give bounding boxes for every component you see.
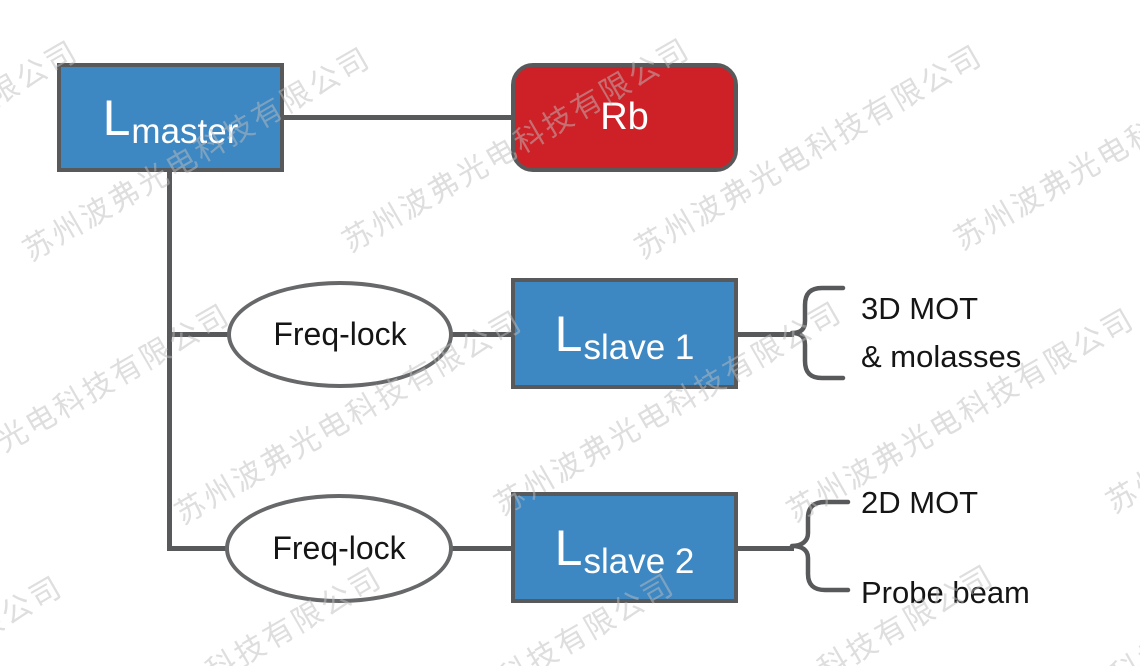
- watermark-text: 苏州波弗光电科技有限公司: [1100, 293, 1140, 521]
- connector-lock1-to-slave1: [450, 332, 513, 337]
- output-label-molasses: & molasses: [861, 339, 1022, 374]
- output-label-3d-mot: 3D MOT: [861, 291, 979, 326]
- freq-lock-ellipse-1: Freq-lock: [227, 281, 453, 388]
- connector-trunk-to-lock1: [167, 332, 231, 337]
- watermark-text: 苏州波弗光电科技有限公司: [948, 30, 1140, 257]
- freq-lock-ellipse-2: Freq-lock: [225, 494, 453, 603]
- connector-master-to-rb: [282, 115, 513, 120]
- connector-lock2-to-slave2: [450, 546, 513, 551]
- output-label-2d-mot: 2D MOT: [861, 485, 979, 520]
- slave2-laser-subscript: slave 2: [583, 542, 695, 581]
- slave2-laser-symbol: L: [554, 519, 583, 576]
- watermark-text: 苏州波弗光电科技有限公司: [478, 0, 837, 2]
- output-label-probe-beam: Probe beam: [861, 575, 1030, 610]
- connector-slave2-to-brace2: [736, 546, 794, 551]
- freq-lock-label-2: Freq-lock: [272, 530, 406, 566]
- rb-reference-cell-box: Rb: [511, 63, 738, 172]
- brace-icon: [789, 285, 846, 381]
- brace-icon: [789, 499, 851, 593]
- connector-slave1-to-brace1: [736, 332, 794, 337]
- slave1-laser-symbol: L: [554, 305, 583, 362]
- master-laser-symbol: L: [102, 89, 131, 146]
- freq-lock-label-1: Freq-lock: [273, 316, 407, 352]
- connector-trunk-to-lock2: [167, 546, 229, 551]
- watermark-text: 苏州波弗光电科技有限公司: [0, 570, 69, 666]
- watermark-text: 苏州波弗光电科技有限公司: [0, 0, 225, 5]
- connector-trunk-vertical: [167, 170, 172, 551]
- rb-label: Rb: [600, 96, 649, 138]
- master-laser-subscript: master: [131, 112, 239, 151]
- slave1-laser-subscript: slave 1: [583, 328, 695, 367]
